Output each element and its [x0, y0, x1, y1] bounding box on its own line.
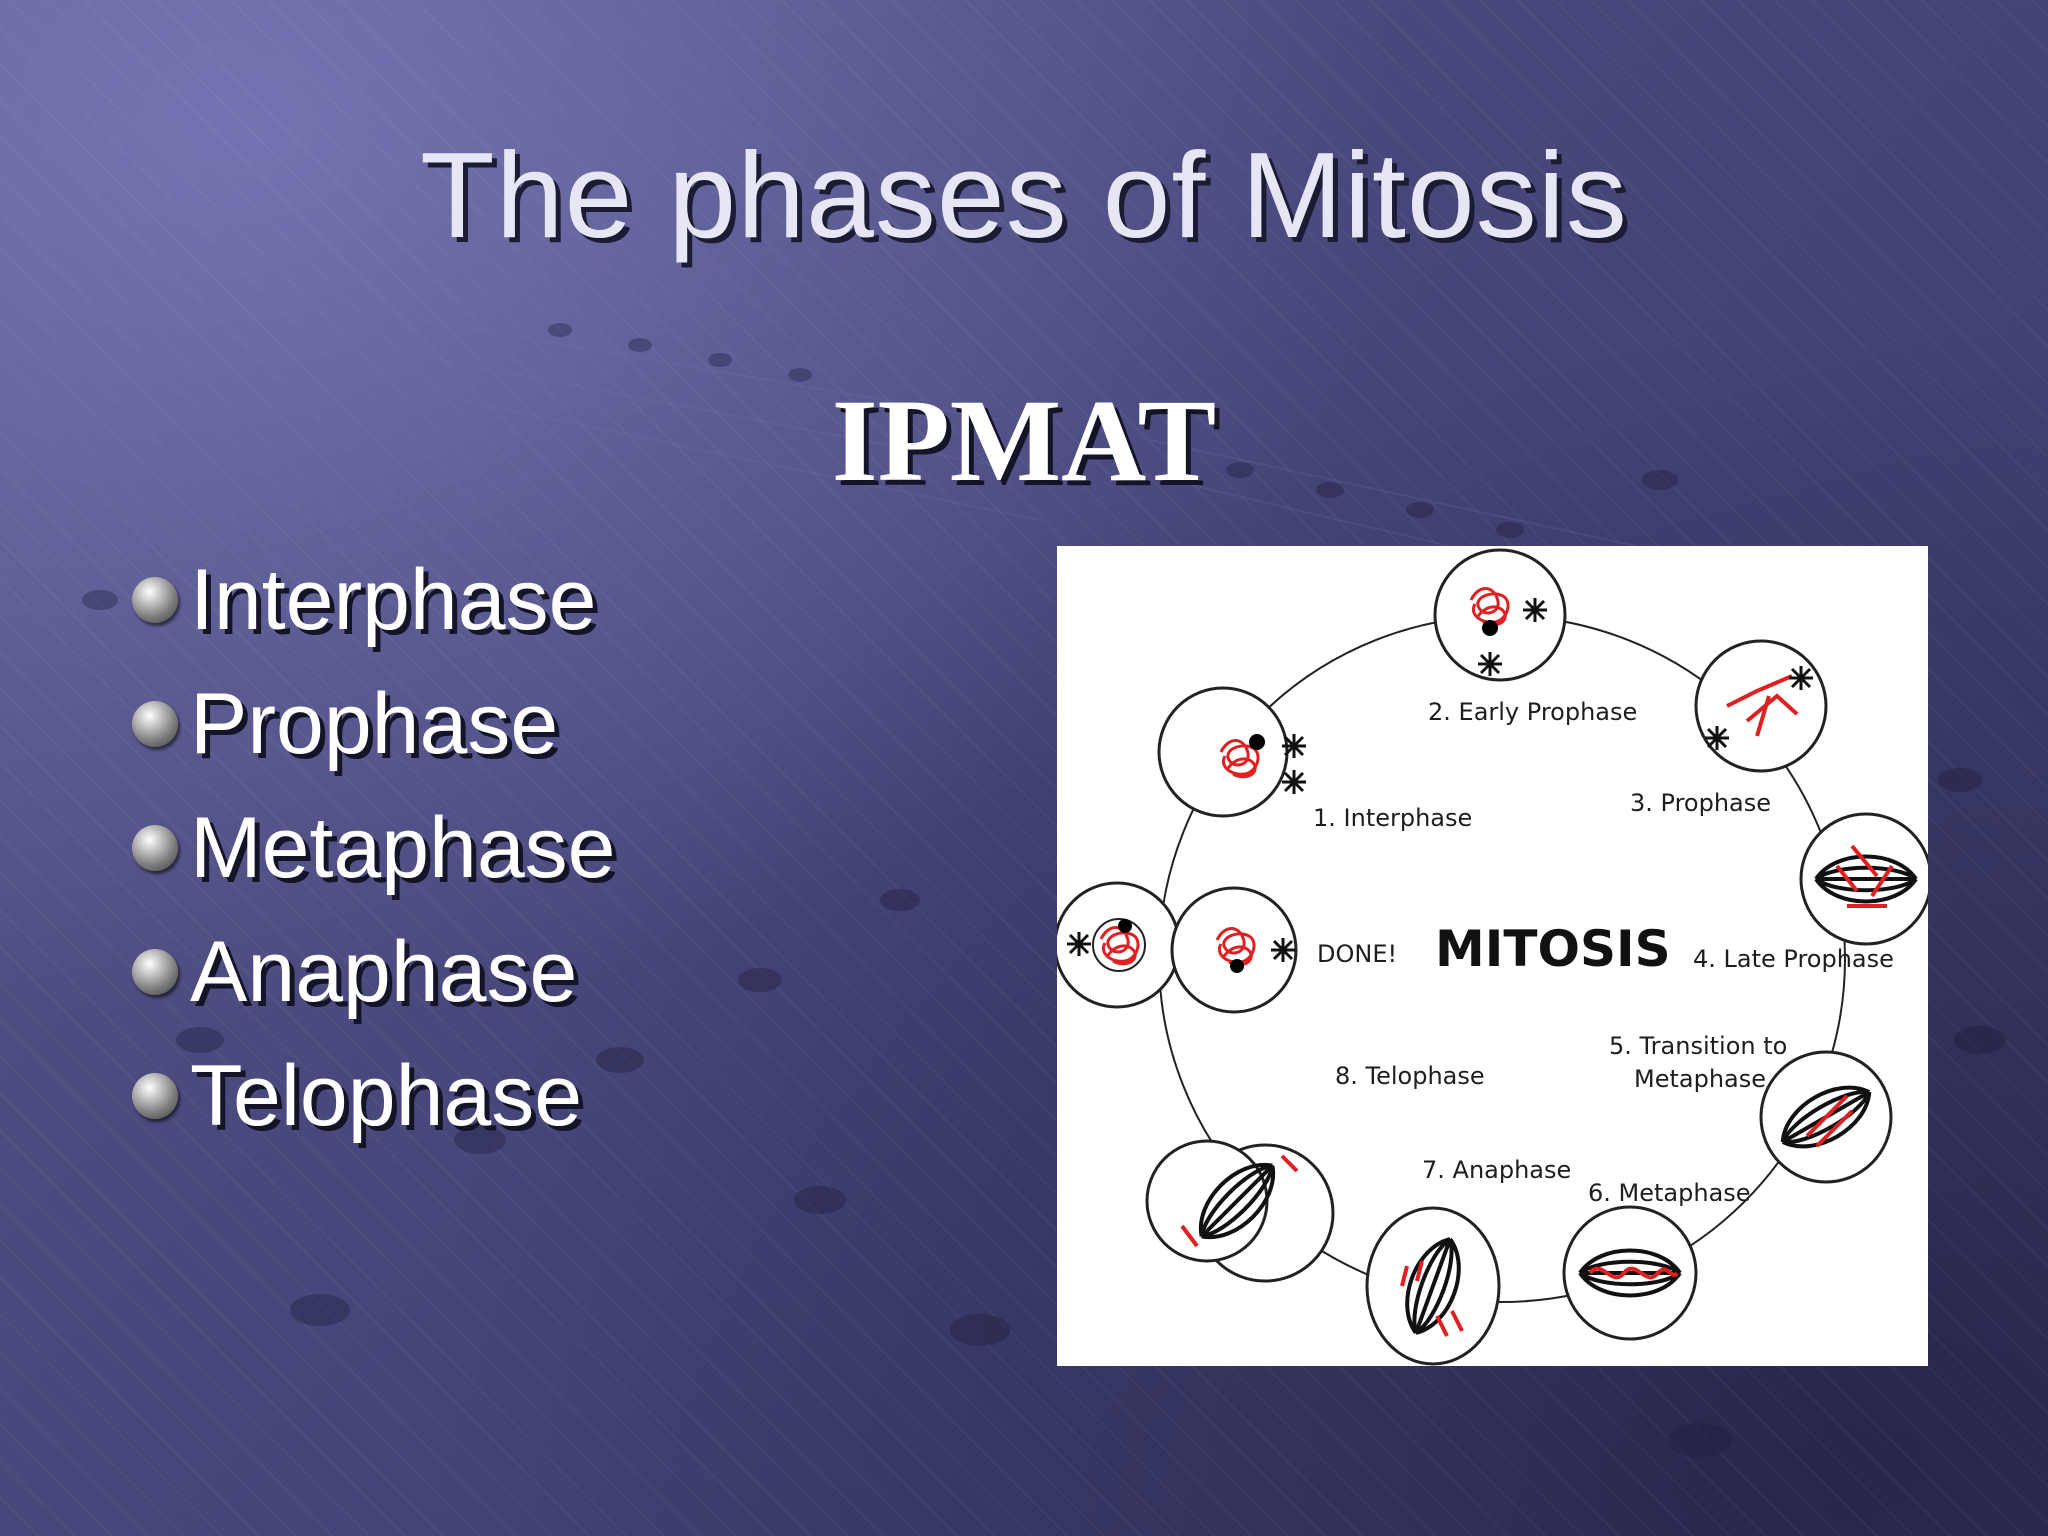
phase-label: Metaphase	[190, 800, 616, 896]
list-item: Telophase	[132, 1034, 616, 1158]
label-interphase: 1. Interphase	[1313, 804, 1472, 832]
phase-label: Interphase	[190, 552, 597, 648]
label-anaphase: 7. Anaphase	[1422, 1156, 1571, 1184]
cell-interphase	[1157, 686, 1308, 818]
cell-early-prophase	[1433, 548, 1567, 682]
cell-transition-to-metaphase	[1759, 1050, 1893, 1184]
label-telophase: 8. Telophase	[1335, 1062, 1485, 1090]
sphere-bullet-icon	[132, 577, 178, 623]
slide-title: The phases of Mitosis	[420, 127, 1628, 263]
cell-anaphase	[1365, 1206, 1501, 1366]
list-item: Interphase	[132, 538, 616, 662]
label-done: DONE!	[1317, 940, 1397, 968]
sphere-bullet-icon	[132, 825, 178, 871]
phase-list: Interphase Prophase Metaphase Anaphase T…	[132, 538, 616, 1158]
diagram-center-title: MITOSIS	[1435, 920, 1671, 978]
phase-label: Prophase	[190, 676, 559, 772]
cell-late-prophase	[1799, 812, 1928, 946]
cell-metaphase	[1562, 1205, 1698, 1341]
sphere-bullet-icon	[132, 949, 178, 995]
mitosis-cycle-diagram: 2. Early Prophase 1. Interphase 3. Proph…	[1057, 546, 1928, 1366]
list-item: Prophase	[132, 662, 616, 786]
label-transition-line2: Metaphase	[1634, 1065, 1766, 1093]
list-item: Anaphase	[132, 910, 616, 1034]
sphere-bullet-icon	[132, 701, 178, 747]
list-item: Metaphase	[132, 786, 616, 910]
label-transition-line1: 5. Transition to	[1609, 1032, 1787, 1060]
slide-subtitle: IPMAT	[831, 375, 1217, 506]
phase-label: Telophase	[190, 1048, 583, 1144]
label-metaphase: 6. Metaphase	[1588, 1179, 1751, 1207]
label-prophase: 3. Prophase	[1630, 789, 1771, 817]
label-early-prophase: 2. Early Prophase	[1428, 698, 1637, 726]
cell-done	[1057, 881, 1298, 1014]
sphere-bullet-icon	[132, 1073, 178, 1119]
cell-telophase	[1145, 1139, 1335, 1283]
label-late-prophase: 4. Late Prophase	[1693, 945, 1894, 973]
cell-prophase	[1694, 639, 1828, 773]
phase-label: Anaphase	[190, 924, 578, 1020]
